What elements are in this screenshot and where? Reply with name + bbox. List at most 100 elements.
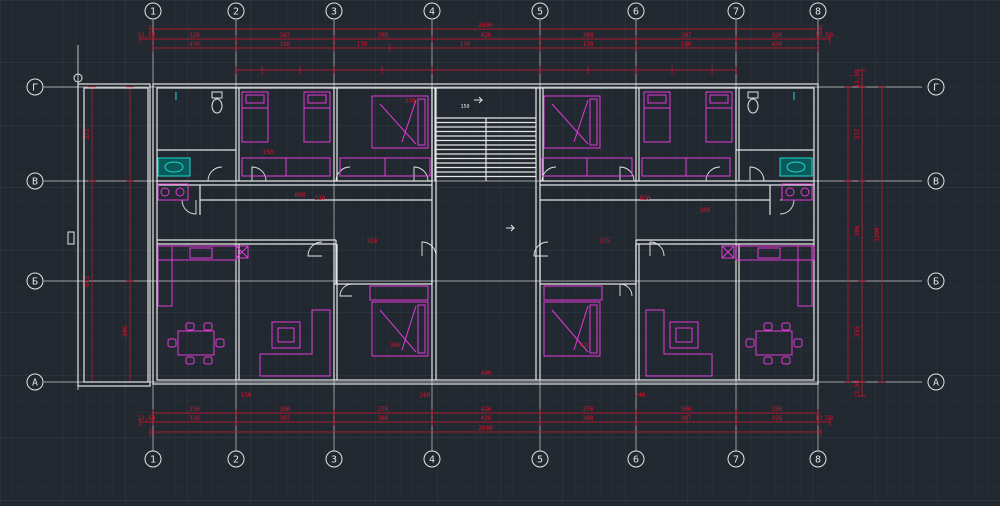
stove [235,245,249,259]
washer-drum [160,187,170,197]
dining-table-chair [781,322,791,331]
toilet-tank [747,91,759,99]
exterior-wall-outer [152,83,819,385]
axis-label-col: 2 [233,7,239,18]
sink-basin-right [786,161,806,173]
dim-top-row1-label: 326 [772,32,783,39]
dim-bottom-total-label: 2600 [478,425,493,432]
washer-cabinet [781,183,813,201]
double-bed-fold [573,99,589,143]
dim-bottom-row1-label: 330 [772,406,783,413]
axis-bubble-col [325,2,343,20]
dim-bottom-row1-label: 300 [681,406,692,413]
double-bed [371,301,429,357]
kitchen-counter [157,245,173,307]
dim-bottom-row2-label: 13,50 [815,415,833,422]
axis-label-col: 6 [633,455,639,466]
bed-pillow [245,94,265,104]
washer-drum [800,187,810,197]
door-arc [413,166,429,182]
dining-table-chair [203,356,213,365]
axis-label-col: 3 [331,455,337,466]
interior-dim-label: 300 [700,207,711,214]
dim-top-row1-label: 387 [280,32,291,39]
dim-top-row2-label: 180 [280,41,291,48]
dim-bottom-row1-label: 300 [280,406,291,413]
double-bed-fold [401,305,417,351]
door-arc [251,166,267,182]
interior-dim-label: 150 [241,392,252,399]
sink-basin-left [164,161,184,173]
axis-bubble-row [927,272,945,290]
axis-label-row: Г [933,83,939,94]
dim-bottom-row2-label: 387 [280,415,291,422]
axis-label-col: 6 [633,7,639,18]
door-arc [705,166,721,182]
sink-left [157,157,191,177]
axis-bubble-col [627,450,645,468]
dim-top-row2-label: 430 [189,41,200,48]
kitchen-counter [735,245,815,261]
dim-right-total-label: 1200 [874,227,881,242]
axis-label-row: Б [32,277,38,288]
door-arc [335,166,351,182]
dining-table-chair [781,356,791,365]
axis-bubble-col [325,450,343,468]
bed-pillow [307,94,327,104]
interior-dim-label: 370 [405,98,416,105]
interior-dim-label: 410 [580,342,591,349]
axis-bubble-row [927,78,945,96]
axis-bubble-col [227,2,245,20]
axis-label-col: 7 [733,455,739,466]
dining-table-chair [203,322,213,331]
dim-bottom-row1-label: 426 [481,406,492,413]
fixtures [157,92,813,177]
dim-top-row1-label: 388 [583,32,594,39]
door-arc [307,241,323,257]
dim-top-row1-label: 13,50 [137,32,155,39]
bed-pillow [709,94,729,104]
dining-table-chair [763,356,773,365]
axis-label-col: 4 [429,7,435,18]
dimension-lines [88,25,886,436]
coffee-table-top [675,327,693,343]
interior-dim-label: 210 [315,195,326,202]
dim-bottom-row2-label: 388 [583,415,594,422]
interior-dim-label: 320 [367,238,378,245]
door-arc [649,241,665,257]
sofa [645,309,713,377]
interior-dim-label: 375 [600,238,611,245]
coffee-table [271,321,301,349]
axis-label-col: 1 [150,7,156,18]
dim-bottom-row2-label: 388 [378,415,389,422]
dim-bottom-row1-label: 270 [378,406,389,413]
sink-right [779,157,813,177]
door-arc [421,241,437,257]
toilet-bowl [747,98,759,114]
double-bed-fold [573,305,589,351]
axis-label-row: В [32,177,38,188]
door-arc [749,166,765,182]
dim-top-row2-label: 430 [772,41,783,48]
axis-label-row: Б [933,277,939,288]
stove-x [721,245,735,259]
interior-dim-label: 400 [481,370,492,377]
door-arc [533,241,549,257]
door-arc [207,166,223,182]
axis-bubble-row [26,272,44,290]
axis-label-col: 5 [537,455,543,466]
axis-label-col: 8 [815,7,821,18]
door-arc [181,199,197,215]
double-bed-pillow [589,98,598,146]
stove [721,245,735,259]
bed-pillow [647,94,667,104]
interior-dim-label: 600 [295,192,306,199]
double-bed-fold [551,309,589,353]
kitchen-counter [797,245,813,307]
dim-top-row2-label: 130 [460,41,471,48]
double-bed-pillow [417,98,426,146]
stair-arrow [474,96,484,104]
axis-label-row: А [933,378,939,389]
